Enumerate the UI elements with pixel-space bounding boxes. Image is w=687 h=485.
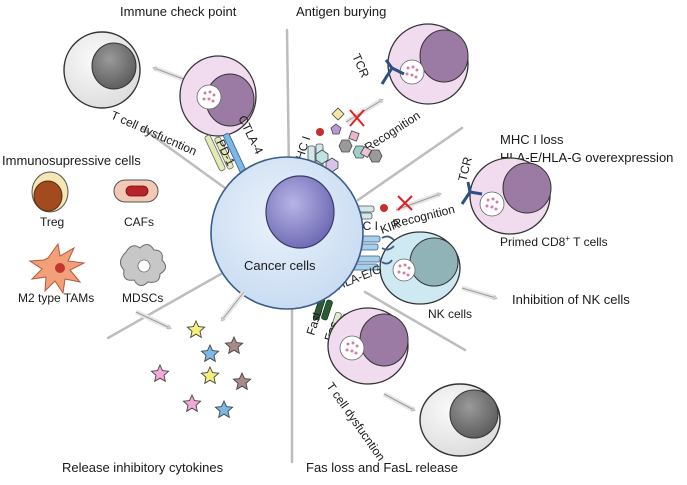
section-dividers [106,28,467,464]
label-mdscs: MDSCs [122,291,163,305]
label-m2-tams: M2 type TAMs [18,291,94,305]
label-tcr-top: TCR [349,52,372,81]
label-immunosuppressive: Immunosupressive cells [2,153,141,168]
label-hla-overexpression: HLA-E/HLA-G overexpression [500,150,673,165]
tcell-antigen [387,23,469,105]
label-inhibition-nk: Inhibition of NK cells [512,292,630,307]
tcr-right-icon [460,181,483,205]
cross-icon-right [397,195,413,211]
cytokine-star-icon [224,335,244,355]
divider-top [285,28,291,174]
arrow-outline-nk-inhibition [461,287,496,298]
title-immune-checkpoint: Immune check point [120,4,237,19]
arrow-outline-recognition-right [395,194,440,211]
arrow-outline-fas-dysfunction [383,393,414,410]
label-cafs: CAFs [124,215,154,229]
label-ctla4: CTLA-4 [235,113,266,157]
treg-cell-icon [31,171,69,213]
title-antigen-burying: Antigen burying [296,4,386,19]
tcell-checkpoint [179,55,257,137]
label-primed-cd8: Primed CD8+ T cells [500,234,608,249]
checkpoint-receptors [204,133,247,175]
caf-cell-icon [113,179,159,203]
label-kir: KIR [378,217,402,237]
label-recognition-top: Recognition [362,108,423,154]
cytokine-star-icon [214,399,234,419]
antigen-molecules [315,107,383,173]
tcell-fas [327,307,409,385]
label-treg: Treg [40,215,64,229]
dead-tcell-top-left [63,31,141,109]
divider-upper-right [356,126,464,202]
cross-icon-top [349,109,365,127]
label-fasl: FasL [304,307,326,337]
label-cancer-cells: Cancer cells [244,258,316,273]
label-nk-cells: NK cells [428,307,472,321]
arrow-outline-cytokines-right [222,291,245,320]
dead-tcell-bottom [419,383,501,457]
cytokine-star-icon [232,371,252,391]
cytokine-stars [150,319,252,419]
title-release-cytokines: Release inhibitory cytokines [62,460,224,475]
divider-lower-right [363,290,467,352]
cytokine-star-icon [186,319,206,339]
tcr-top-icon [380,59,405,85]
cytokine-star-icon [200,343,220,363]
arrow-outline-top [154,68,187,81]
cytokine-star-icon [150,363,170,383]
label-tcr-right: TCR [455,155,475,183]
nk-cell [379,231,461,305]
m2-tam-icon [28,242,86,295]
divider-upper-left [140,126,238,198]
label-tcell-dysfunction-bottom: T cell dysfucntion [324,380,389,464]
cancer-cell [210,156,364,310]
divider-lower-left [106,268,230,340]
label-mhc-loss: MHC I loss [500,132,564,147]
tcell-primed-cd8 [469,157,552,235]
mdsc-cell-icon [120,244,166,286]
cytokine-star-icon [200,365,220,385]
arrow-outline-cytokines-left [135,311,170,328]
title-fas-loss: Fas loss and FasL release [306,460,458,475]
cytokine-star-icon [182,393,202,413]
